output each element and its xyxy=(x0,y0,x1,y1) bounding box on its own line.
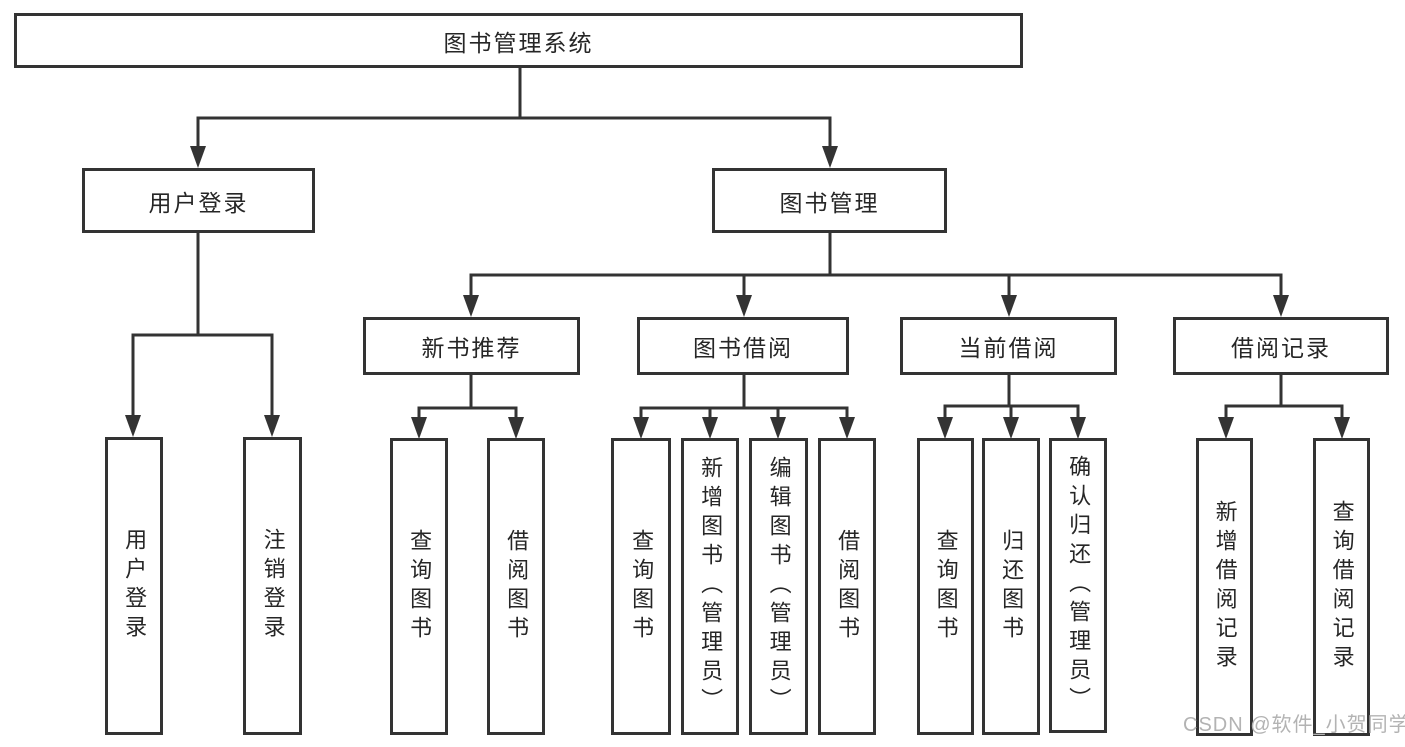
node-current-borrow: 当前借阅 xyxy=(900,317,1117,375)
node-library-management-system: 图书管理系统 xyxy=(14,13,1023,68)
node-label: 用户登录 xyxy=(148,189,249,216)
leaf-label: 借阅图书 xyxy=(504,528,530,645)
leaf-query-books: 查询图书 xyxy=(917,438,974,735)
node-book-borrow: 图书借阅 xyxy=(637,317,849,375)
csdn-watermark: CSDN @软件_小贺同学 xyxy=(1183,714,1405,736)
leaf-edit-books-admin: 编辑图书（管理员） xyxy=(749,438,808,735)
node-new-book-recommend: 新书推荐 xyxy=(363,317,580,375)
leaf-label: 用户登录 xyxy=(122,528,148,644)
leaf-label: 新增借阅记录 xyxy=(1212,500,1238,674)
node-label: 借阅记录 xyxy=(1231,335,1331,361)
leaf-label: 归还图书 xyxy=(999,528,1025,645)
leaf-label: 查询借阅记录 xyxy=(1329,500,1355,674)
node-user-login: 用户登录 xyxy=(82,168,315,233)
leaf-borrow-books: 借阅图书 xyxy=(487,438,545,735)
leaf-label: 查询图书 xyxy=(629,528,655,645)
node-label: 新书推荐 xyxy=(421,335,522,361)
leaf-confirm-return-admin: 确认归还（管理员） xyxy=(1049,438,1107,733)
node-label: 图书借阅 xyxy=(693,335,793,361)
leaf-label: 查询图书 xyxy=(933,528,959,645)
leaf-label: 新增图书（管理员） xyxy=(698,456,724,717)
leaf-query-books: 查询图书 xyxy=(390,438,448,735)
leaf-label: 编辑图书（管理员） xyxy=(766,456,792,717)
node-borrow-record: 借阅记录 xyxy=(1173,317,1389,375)
leaf-label: 确认归还（管理员） xyxy=(1066,455,1092,716)
node-label: 图书管理 xyxy=(779,189,880,216)
leaf-user-login: 用户登录 xyxy=(105,437,163,735)
leaf-label: 注销登录 xyxy=(260,528,286,644)
leaf-borrow-books: 借阅图书 xyxy=(818,438,876,735)
node-label: 图书管理系统 xyxy=(443,29,594,56)
node-book-management: 图书管理 xyxy=(712,168,947,233)
leaf-add-books-admin: 新增图书（管理员） xyxy=(681,438,739,735)
leaf-query-borrow-record: 查询借阅记录 xyxy=(1313,438,1370,736)
leaf-label: 查询图书 xyxy=(407,528,433,645)
connector-strokes xyxy=(131,68,1344,421)
leaf-label: 借阅图书 xyxy=(835,528,861,645)
arrowheads xyxy=(125,146,1350,439)
leaf-add-borrow-record: 新增借阅记录 xyxy=(1196,438,1253,736)
leaf-return-books: 归还图书 xyxy=(982,438,1040,735)
leaf-logout: 注销登录 xyxy=(243,437,302,735)
leaf-query-books: 查询图书 xyxy=(611,438,671,735)
node-label: 当前借阅 xyxy=(958,335,1059,361)
